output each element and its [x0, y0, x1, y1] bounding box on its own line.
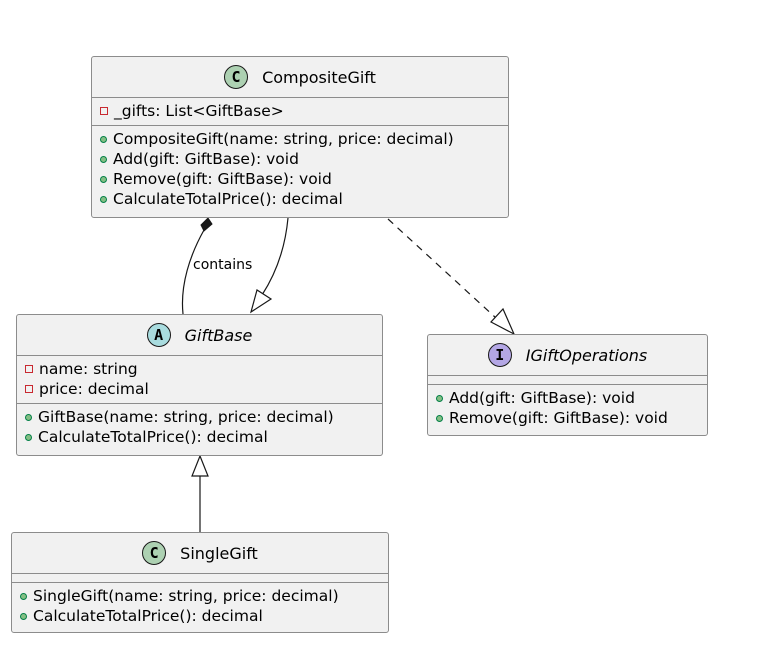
public-visibility-icon	[100, 175, 107, 183]
class-name: SingleGift	[180, 543, 258, 563]
class-composite-gift[interactable]: C CompositeGift _gifts: List<GiftBase> C…	[91, 56, 509, 218]
interface-igift-operations[interactable]: I IGiftOperations Add(gift: GiftBase): v…	[427, 334, 708, 436]
class-header: C CompositeGift	[92, 57, 508, 97]
public-visibility-icon	[436, 394, 443, 402]
private-visibility-icon	[25, 385, 33, 393]
public-visibility-icon	[100, 195, 107, 203]
private-visibility-icon	[25, 365, 33, 373]
field-text: price: decimal	[39, 380, 149, 398]
public-visibility-icon	[100, 135, 107, 143]
methods-compartment: SingleGift(name: string, price: decimal)…	[12, 582, 388, 628]
method-text: GiftBase(name: string, price: decimal)	[38, 408, 334, 426]
method-text: SingleGift(name: string, price: decimal)	[33, 587, 339, 605]
method: CalculateTotalPrice(): decimal	[20, 606, 388, 626]
public-visibility-icon	[20, 592, 27, 600]
method-text: Add(gift: GiftBase): void	[113, 150, 299, 168]
fields-compartment	[12, 573, 388, 582]
public-visibility-icon	[20, 612, 27, 620]
method-text: Remove(gift: GiftBase): void	[449, 409, 668, 427]
class-single-gift[interactable]: C SingleGift SingleGift(name: string, pr…	[11, 532, 389, 633]
method-text: Remove(gift: GiftBase): void	[113, 170, 332, 188]
field: _gifts: List<GiftBase>	[100, 101, 508, 121]
composition-label: contains	[193, 257, 253, 273]
method: CompositeGift(name: string, price: decim…	[100, 129, 508, 149]
fields-compartment: name: string price: decimal	[17, 355, 382, 403]
class-stereotype-icon: C	[142, 541, 167, 565]
method: CalculateTotalPrice(): decimal	[25, 427, 382, 447]
method-text: Add(gift: GiftBase): void	[449, 389, 635, 407]
class-gift-base[interactable]: A GiftBase name: string price: decimal G…	[16, 314, 383, 456]
method-text: CalculateTotalPrice(): decimal	[113, 190, 343, 208]
interface-stereotype-icon: I	[487, 343, 512, 367]
class-stereotype-icon: C	[224, 65, 249, 89]
class-header: A GiftBase	[17, 315, 382, 355]
class-header: I IGiftOperations	[428, 335, 707, 375]
field: price: decimal	[25, 379, 382, 399]
method: Remove(gift: GiftBase): void	[436, 408, 707, 428]
private-visibility-icon	[100, 107, 108, 115]
method-text: CalculateTotalPrice(): decimal	[38, 428, 268, 446]
field-text: _gifts: List<GiftBase>	[114, 102, 284, 120]
method: Add(gift: GiftBase): void	[436, 388, 707, 408]
methods-compartment: CompositeGift(name: string, price: decim…	[92, 125, 508, 211]
fields-compartment	[428, 375, 707, 384]
method-text: CalculateTotalPrice(): decimal	[33, 607, 263, 625]
methods-compartment: Add(gift: GiftBase): void Remove(gift: G…	[428, 384, 707, 430]
method: GiftBase(name: string, price: decimal)	[25, 407, 382, 427]
class-name: CompositeGift	[262, 67, 376, 87]
fields-compartment: _gifts: List<GiftBase>	[92, 97, 508, 125]
method: SingleGift(name: string, price: decimal)	[20, 586, 388, 606]
public-visibility-icon	[436, 414, 443, 422]
method-text: CompositeGift(name: string, price: decim…	[113, 130, 454, 148]
class-header: C SingleGift	[12, 533, 388, 573]
method: CalculateTotalPrice(): decimal	[100, 189, 508, 209]
method: Add(gift: GiftBase): void	[100, 149, 508, 169]
methods-compartment: GiftBase(name: string, price: decimal) C…	[17, 403, 382, 449]
public-visibility-icon	[100, 155, 107, 163]
method: Remove(gift: GiftBase): void	[100, 169, 508, 189]
public-visibility-icon	[25, 433, 32, 441]
public-visibility-icon	[25, 413, 32, 421]
abstract-stereotype-icon: A	[146, 323, 171, 347]
field: name: string	[25, 359, 382, 379]
field-text: name: string	[39, 360, 138, 378]
class-name: IGiftOperations	[525, 345, 648, 365]
class-name: GiftBase	[184, 325, 253, 345]
